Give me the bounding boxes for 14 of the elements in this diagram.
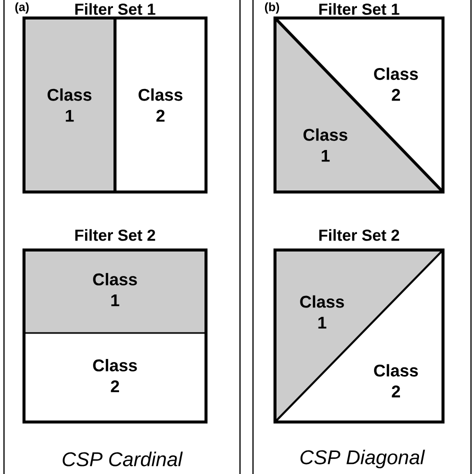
class-label: Class 1 xyxy=(304,128,348,162)
class-label: Class 1 xyxy=(300,295,344,329)
class-label: Class 1 xyxy=(48,88,92,122)
class-label: Class 2 xyxy=(138,88,182,122)
panel-label: (a) xyxy=(15,2,29,14)
node-label: Filter Set 1 xyxy=(319,3,400,15)
node-label: Filter Set 2 xyxy=(75,229,156,241)
panel-label: (b) xyxy=(264,2,280,14)
node-label: Filter Set 1 xyxy=(75,3,156,15)
class-label: Class 1 xyxy=(93,272,137,306)
class-label: Class 2 xyxy=(374,364,418,398)
class-label: Class 2 xyxy=(374,68,418,101)
node-label: Filter Set 2 xyxy=(319,229,400,241)
class-label: Class 2 xyxy=(93,358,137,392)
